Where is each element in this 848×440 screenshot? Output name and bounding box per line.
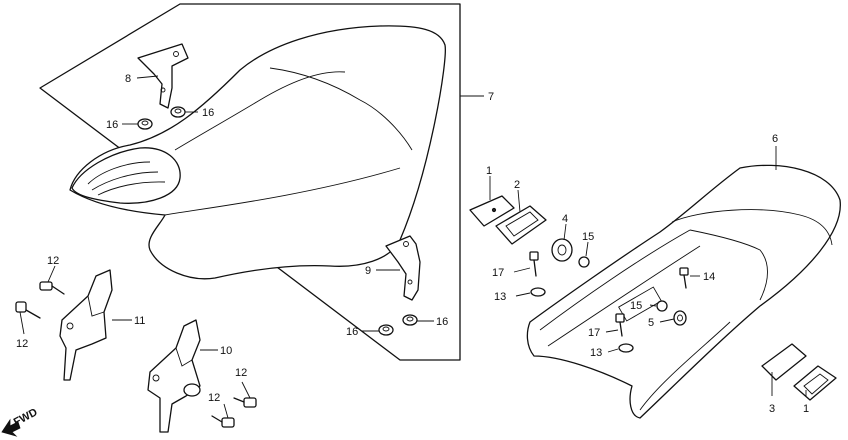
callout-11: 11 bbox=[134, 315, 145, 327]
leader-lines bbox=[19, 75, 807, 419]
nut-15-upper bbox=[578, 256, 590, 268]
callout-2: 2 bbox=[514, 179, 520, 191]
callout-17: 17 bbox=[492, 267, 504, 279]
callout-12: 12 bbox=[235, 367, 247, 379]
callout-6: 6 bbox=[772, 133, 778, 145]
callout-8: 8 bbox=[125, 73, 131, 85]
plate-1-upper bbox=[469, 195, 515, 227]
lock-bracket-11 bbox=[59, 269, 113, 381]
callout-3: 3 bbox=[769, 403, 775, 415]
bolt-17-lower bbox=[615, 313, 625, 337]
bolt-12-right-lower bbox=[211, 415, 235, 428]
callout-13: 13 bbox=[494, 291, 506, 303]
callout-12: 12 bbox=[47, 255, 59, 267]
callout-15: 15 bbox=[582, 231, 594, 243]
plate-1-lower bbox=[793, 365, 837, 401]
forward-direction-indicator: FWD bbox=[1, 406, 40, 437]
callout-13: 13 bbox=[590, 347, 602, 359]
callout-15: 15 bbox=[630, 300, 642, 312]
callout-9: 9 bbox=[365, 265, 371, 277]
lock-bracket-10 bbox=[147, 319, 201, 433]
forward-label: FWD bbox=[12, 406, 40, 428]
seat-group-outline bbox=[39, 3, 461, 361]
callout-12: 12 bbox=[16, 338, 28, 350]
seat-bracket-8 bbox=[137, 43, 189, 109]
bolt-17-upper bbox=[529, 251, 539, 277]
nut-16-lower-right bbox=[402, 314, 418, 326]
callout-5: 5 bbox=[648, 317, 654, 329]
bolt-14 bbox=[679, 267, 689, 289]
callout-7: 7 bbox=[488, 91, 494, 103]
callout-12: 12 bbox=[208, 392, 220, 404]
bolt-12-top bbox=[39, 281, 65, 295]
callout-1: 1 bbox=[486, 165, 492, 177]
washer-13-lower bbox=[618, 343, 634, 353]
callout-16: 16 bbox=[346, 326, 358, 338]
nut-15-lower bbox=[656, 300, 668, 312]
seat bbox=[69, 25, 446, 280]
nut-16-lower-left bbox=[378, 324, 394, 336]
callout-labels: 8 16 16 7 9 16 16 11 10 12 12 12 12 1 2 … bbox=[16, 73, 809, 415]
plate-3 bbox=[761, 343, 807, 381]
grommet-4 bbox=[551, 238, 573, 262]
nut-16-upper-right bbox=[170, 106, 186, 118]
callout-1: 1 bbox=[803, 403, 809, 415]
callout-16: 16 bbox=[436, 316, 448, 328]
callout-17: 17 bbox=[588, 327, 600, 339]
bolt-12-left bbox=[15, 301, 41, 319]
seat-bracket-9 bbox=[385, 235, 421, 301]
rubber-2 bbox=[495, 205, 547, 245]
forward-arrow-icon bbox=[1, 418, 21, 437]
callout-16: 16 bbox=[106, 119, 118, 131]
callout-4: 4 bbox=[562, 213, 568, 225]
callout-16: 16 bbox=[202, 107, 214, 119]
washer-13-upper bbox=[530, 287, 546, 297]
nut-16-upper-left bbox=[137, 118, 153, 130]
tail-cowl bbox=[526, 164, 841, 419]
callout-10: 10 bbox=[220, 345, 232, 357]
bolt-12-right-upper bbox=[233, 397, 257, 408]
collar-5 bbox=[673, 310, 687, 326]
callout-14: 14 bbox=[703, 271, 715, 283]
